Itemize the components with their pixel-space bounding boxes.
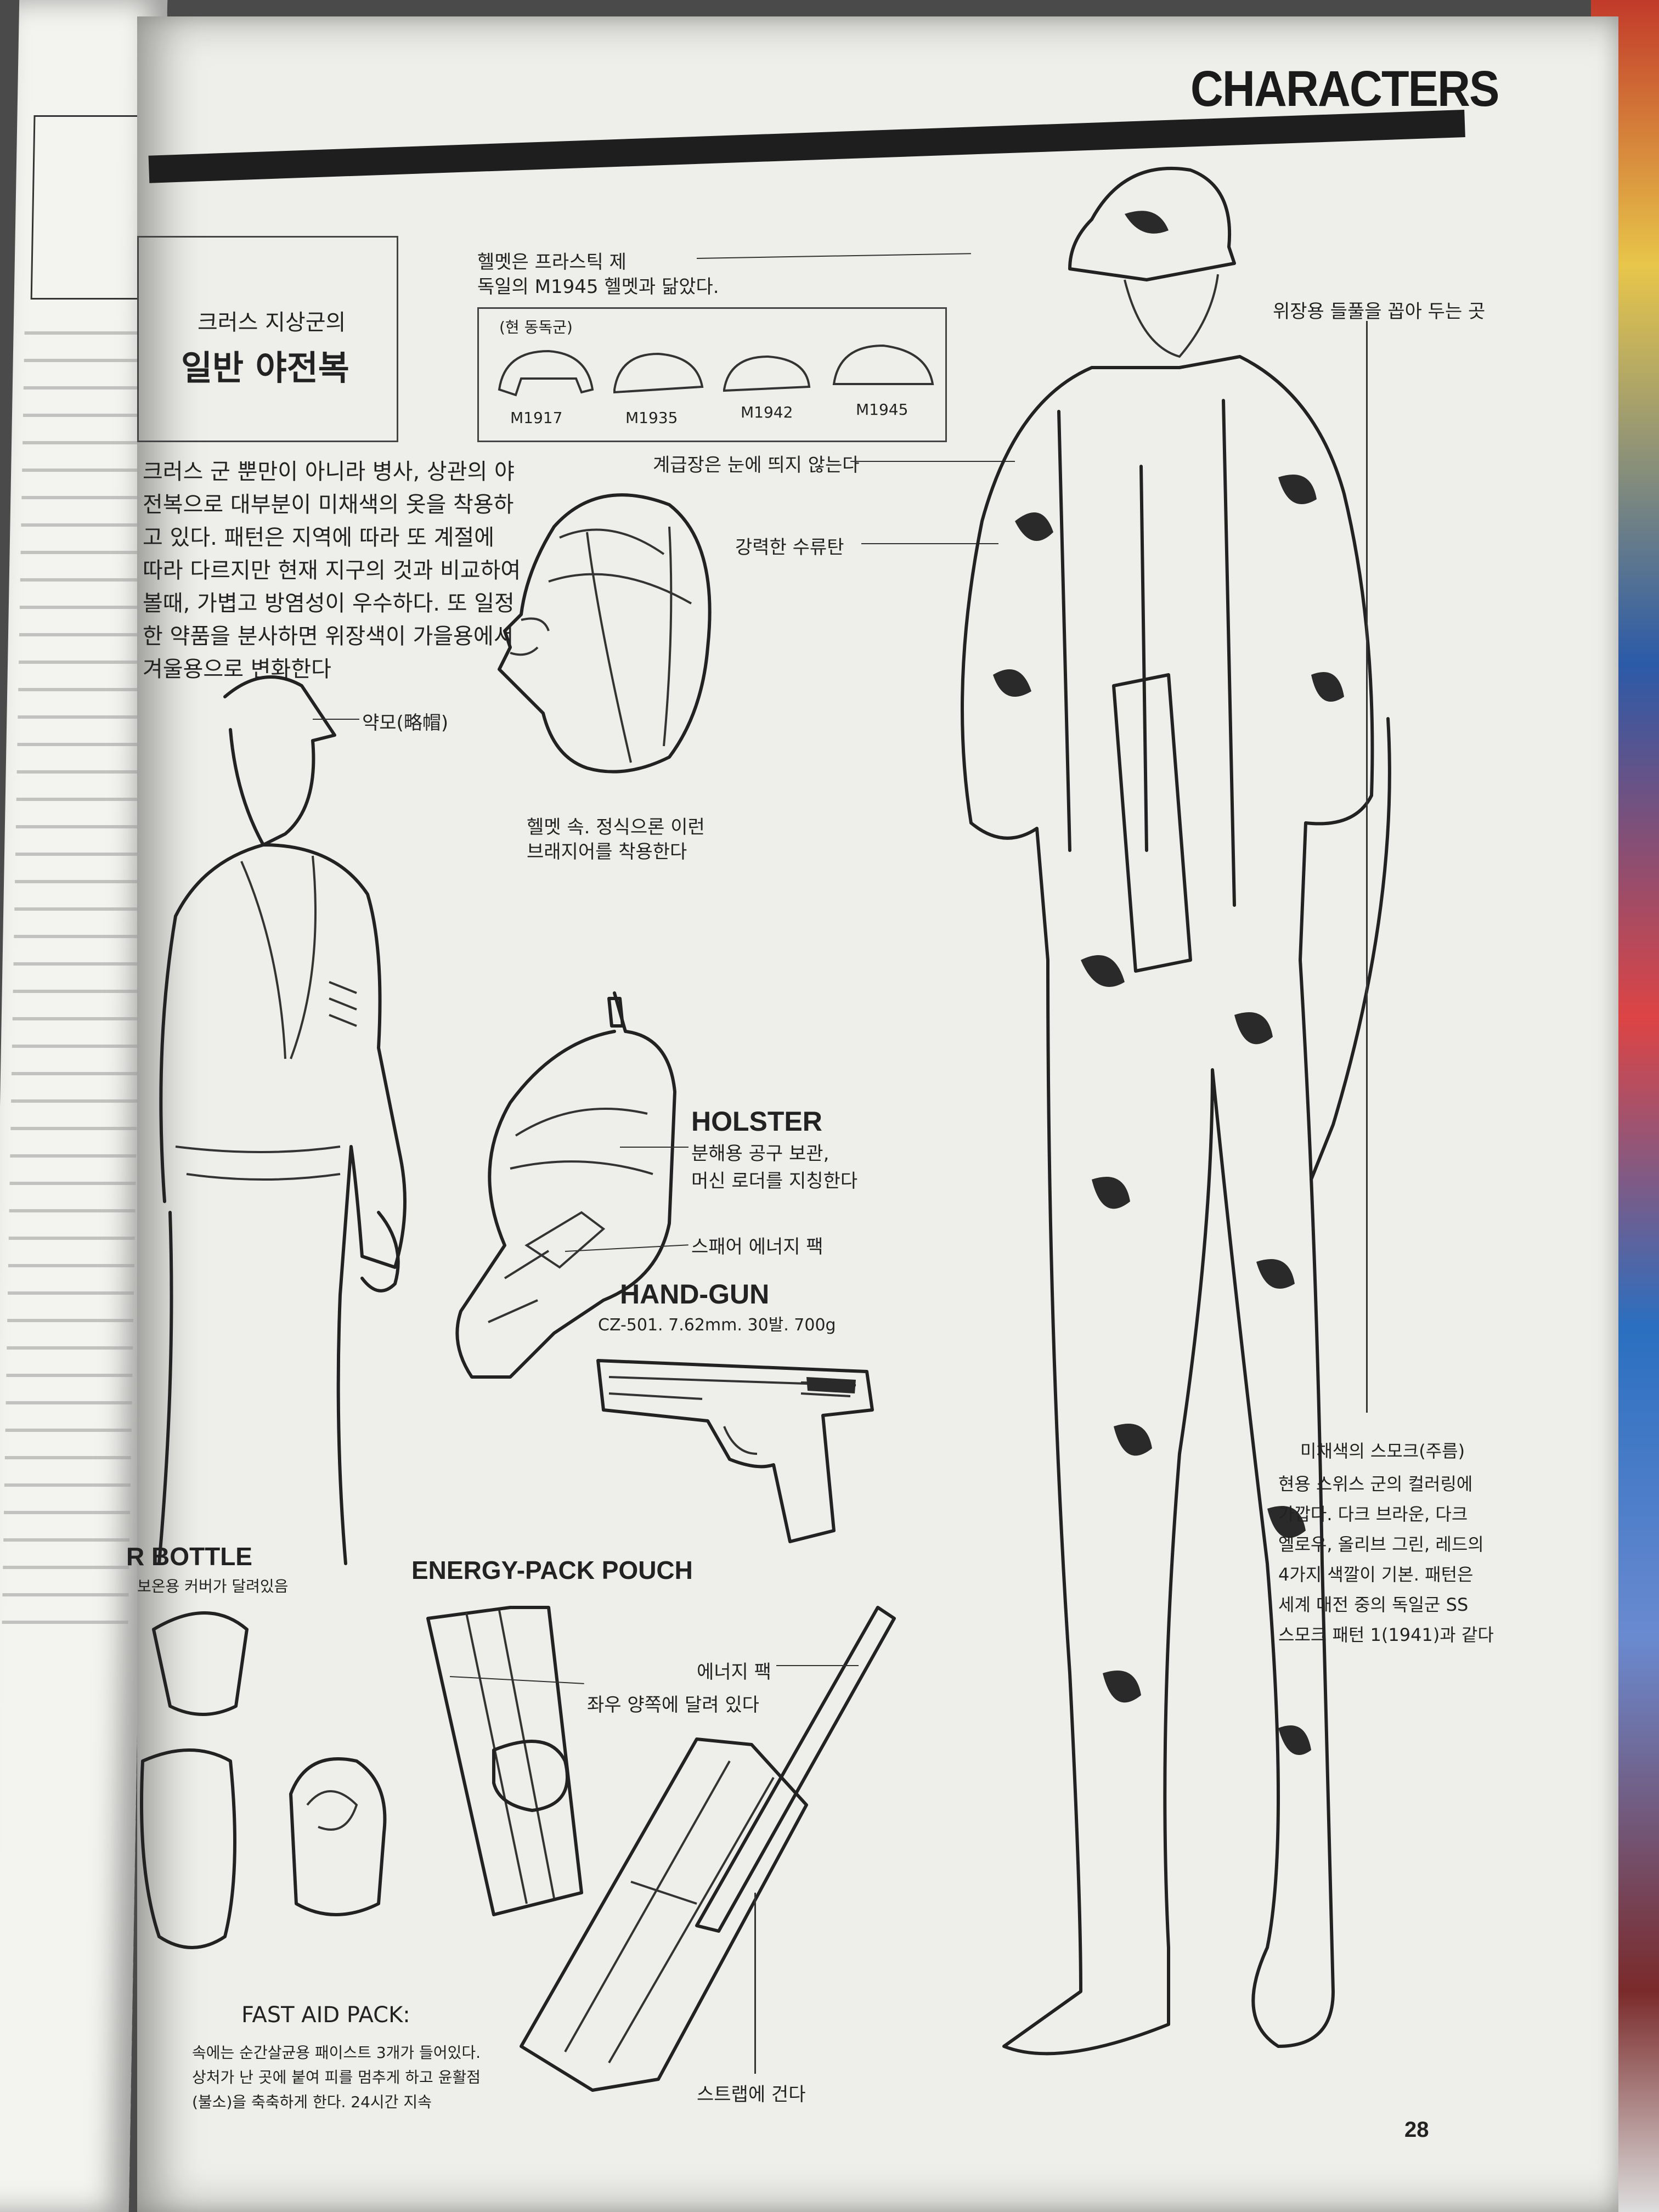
camo-grass-label: 위장용 들풀을 꼽아 두는 곳 [1273, 301, 1486, 323]
sidebar-subtitle: 크러스 지상군의 [198, 310, 346, 335]
camo-grass-leader-line [1366, 321, 1368, 1413]
holster-leader-line [620, 1147, 689, 1148]
helmet-inner-label-2: 브래지어를 착용한다 [527, 841, 687, 863]
main-page: CHARACTERS 크러스 지상군의 일반 야전복 크러스 군 뿐만이 아니라… [126, 16, 1618, 2212]
helmet-model-4: M1945 [856, 400, 909, 419]
page-title: CHARACTERS [1190, 61, 1499, 117]
helmet-box-caption: (현 동독군) [499, 318, 573, 336]
bottle-label: R BOTTLE [126, 1542, 252, 1571]
helmet-models-box [477, 307, 947, 442]
cap-leader-line [313, 719, 359, 720]
helmet-note-1: 헬멧은 프라스틱 제 [477, 251, 627, 273]
both-sides-label: 좌우 양쪽에 달려 있다 [587, 1694, 759, 1716]
first-aid-line-2: 상처가 난 곳에 붙여 피를 멈추게 하고 윤활점 [192, 2068, 481, 2086]
camo-soldier-illustration [961, 167, 1391, 2056]
page-number: 28 [1404, 2118, 1429, 2142]
helmet-model-3: M1942 [741, 403, 793, 421]
energy-pouch-title: ENERGY-PACK POUCH [411, 1556, 693, 1584]
smock-line-5: 세계 대전 중의 독일군 SS [1278, 1594, 1469, 1615]
intro-paragraph: 크러스 군 뿐만이 아니라 병사, 상관의 야전복으로 대부분이 미채색의 옷을… [143, 459, 521, 682]
smock-line-4: 4가지 색깔이 기본. 패턴은 [1278, 1564, 1474, 1585]
grenade-leader-line [861, 543, 998, 544]
helmet-inner-illustration [498, 493, 712, 774]
first-aid-line-3: (불소)을 축축하게 한다. 24시간 지속 [192, 2093, 432, 2111]
strap-label: 스트랩에 건다 [697, 2084, 806, 2106]
helmet-silhouettes-illustration [498, 344, 934, 397]
holster-illustration [455, 991, 676, 1379]
helmet-model-2: M1935 [625, 409, 678, 427]
handgun-spec: CZ-501. 7.62mm. 30발. 700g [598, 1316, 836, 1335]
rank-leader-line [850, 461, 1015, 462]
rank-insignia-label: 계급장은 눈에 띄지 않는다 [653, 454, 860, 476]
energy-pack-label: 에너지 팩 [697, 1661, 771, 1683]
grenade-label: 강력한 수류탄 [735, 537, 844, 558]
bottle-and-aid-pack-illustration [140, 1611, 387, 1949]
smock-line-1: 현용 스위스 군의 컬러링에 [1278, 1474, 1473, 1494]
smock-title: 미채색의 스모크(주름) [1300, 1441, 1465, 1462]
holster-note-2: 머신 로더를 지칭한다 [691, 1170, 858, 1192]
spare-energy-label: 스패어 에너지 팩 [691, 1236, 823, 1258]
helmet-note-2: 독일의 M1945 헬멧과 닮았다. [477, 276, 719, 298]
first-aid-title: FAST AID PACK: [241, 2002, 410, 2028]
holster-title: HOLSTER [691, 1106, 822, 1137]
smock-line-2: 가깝다. 다크 브라운, 다크 [1278, 1504, 1468, 1525]
strap-leader-line [754, 1893, 756, 2074]
left-page-box [30, 115, 153, 300]
holster-note-1: 분해용 공구 보관, [691, 1143, 830, 1165]
smock-line-3: 엘로우, 올리브 그린, 레드의 [1278, 1534, 1484, 1555]
handgun-title: HAND-GUN [620, 1279, 770, 1310]
first-aid-line-1: 속에는 순간살균용 패이스트 3개가 들어있다. [192, 2044, 481, 2062]
energy-pouch-illustration [426, 1606, 896, 2092]
helmet-inner-label-1: 헬멧 속. 정식으론 이런 [527, 816, 705, 838]
sidebar-title-box [137, 236, 398, 442]
handgun-illustration [596, 1359, 874, 1543]
left-page-text-lines [2, 307, 151, 1624]
smock-line-6: 스모크 패턴 1(1941)과 같다 [1278, 1624, 1494, 1645]
bottle-note: 보온용 커버가 달려있음 [137, 1577, 289, 1595]
helmet-model-1: M1917 [510, 409, 563, 427]
soldier-back-view-illustration [157, 675, 407, 1565]
cap-label: 약모(略帽) [362, 712, 449, 734]
sidebar-title: 일반 야전복 [181, 348, 349, 388]
energy-pack-leader-line [776, 1665, 859, 1666]
